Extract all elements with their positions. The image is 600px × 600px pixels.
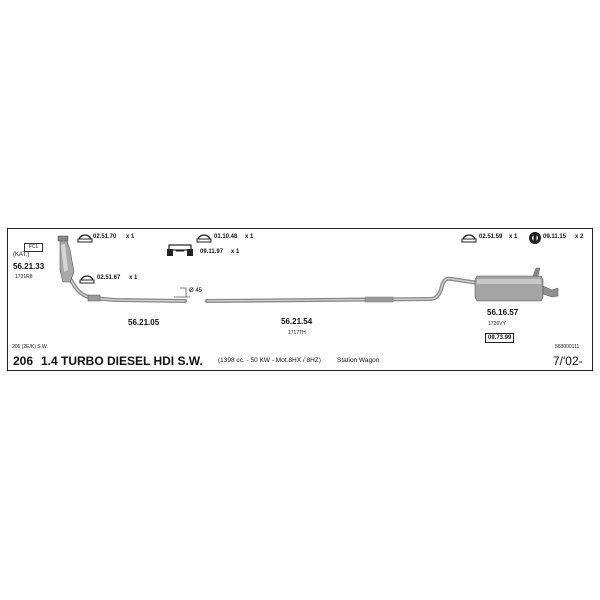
clamp-icon xyxy=(196,234,212,243)
diameter-label: Ø 45 xyxy=(189,288,203,294)
clamp-icon xyxy=(461,234,477,243)
sensor-bracket xyxy=(174,287,190,298)
callout-qty: x 1 xyxy=(509,234,518,240)
callout-code: 09.11.97 xyxy=(200,249,224,255)
callout-qty: x 1 xyxy=(245,234,254,240)
diagram-frame xyxy=(7,228,593,371)
callout-qty: x 1 xyxy=(231,249,240,255)
flex-joint xyxy=(87,294,101,302)
middle-pipe xyxy=(205,276,480,303)
callout-qty: x 2 xyxy=(575,234,584,240)
engine-spec: (1398 cc. - 50 KW - Mot.8HX / 8HZ) xyxy=(218,357,321,364)
callout-code: 02.51.59 xyxy=(479,234,503,240)
clamp-icon xyxy=(77,234,93,243)
hanger-icon xyxy=(167,244,193,256)
callout-qty: x 1 xyxy=(129,275,138,281)
callout-code: 02.51.70 xyxy=(93,234,117,240)
muffler-boxed-code: 09.73.99 xyxy=(485,333,515,343)
part-number: 56.21.05 xyxy=(128,318,160,327)
model-code: 206 (2E/K) S.W. xyxy=(12,344,48,350)
catalyst-part-number: 56.21.33 xyxy=(13,262,45,271)
model-name: 1.4 TURBO DIESEL HDI S.W. xyxy=(41,354,203,368)
body-type: Station Wagon xyxy=(337,357,380,364)
model-number: 206 xyxy=(13,354,34,368)
part-number: 56.21.54 xyxy=(281,317,313,326)
callout-code: 02.51.67 xyxy=(97,275,121,281)
middle-section xyxy=(364,296,394,303)
catalyst-tag: (KAT.) xyxy=(13,252,30,258)
clamp-icon xyxy=(79,275,95,284)
muffler-sub-code: 1726VY xyxy=(488,321,506,327)
callout-qty: x 1 xyxy=(126,234,135,240)
rear-muffler xyxy=(474,267,559,302)
production-date: 7/'02- xyxy=(553,354,583,368)
callout-code: 09.11.15 xyxy=(543,234,567,240)
rubber-ring-icon xyxy=(529,232,541,244)
muffler-part-number: 56.16.57 xyxy=(487,308,519,317)
catalyst-converter xyxy=(57,235,75,283)
callout-code: 01.10.48 xyxy=(214,234,238,240)
catalyst-box: FCL xyxy=(24,243,44,252)
part-sub-code: 1717TH xyxy=(288,330,306,336)
catalyst-sub-code: 1731R8 xyxy=(15,274,33,280)
reference-number: 563000111 xyxy=(555,344,580,350)
